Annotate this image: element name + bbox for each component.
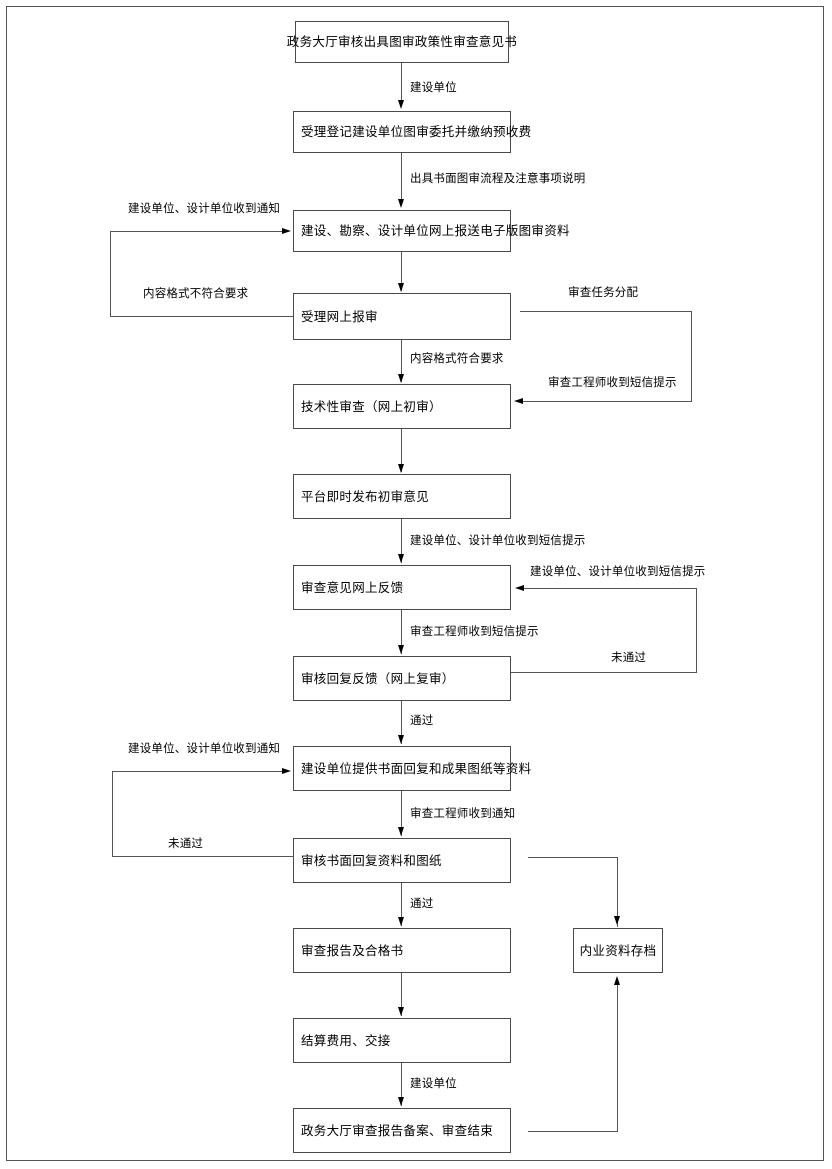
loop4-left-line	[112, 771, 113, 857]
edge-label-format-compliant: 内容格式符合要求	[410, 351, 504, 365]
node-accept-online-review-application[interactable]: 受理网上报审	[293, 293, 511, 340]
archive-up-arrow-icon	[614, 976, 620, 985]
loop1-arrow-icon	[282, 228, 291, 234]
edge-n8-n9-arrow-icon	[398, 735, 404, 744]
edge-n6-n7-line	[401, 519, 402, 563]
edge-n10-n11-arrow-icon	[398, 917, 404, 926]
loop2-bottom-line	[523, 401, 692, 402]
edge-label-review-task-assignment: 审查任务分配	[568, 285, 639, 299]
edge-n7-n8-arrow-icon	[398, 645, 404, 654]
edge-label-written-process-note: 出具书面图审流程及注意事项说明	[410, 171, 586, 185]
node-review-report-and-certificate[interactable]: 审查报告及合格书	[293, 928, 511, 973]
node-online-submission-electronic-materials[interactable]: 建设、勘察、设计单位网上报送电子版图审资料	[293, 210, 570, 252]
edge-n12-n13-arrow-icon	[398, 1097, 404, 1106]
archive-in-v-line	[617, 857, 618, 927]
node-technical-review-online-preliminary[interactable]: 技术性审查（网上初审）	[293, 384, 511, 429]
loop4-arrow-icon	[282, 768, 291, 774]
node-government-hall-policy-review-opinion[interactable]: 政务大厅审核出具图审政策性审查意见书	[287, 21, 517, 63]
edge-n6-n7-arrow-icon	[398, 554, 404, 563]
edge-label-format-noncompliant: 内容格式不符合要求	[143, 286, 249, 300]
edge-label-units-receive-sms-1: 建设单位、设计单位收到短信提示	[410, 533, 586, 547]
loop2-top-line	[520, 311, 692, 312]
edge-n11-n12-arrow-icon	[398, 1007, 404, 1016]
node-accept-registration-and-prepayment[interactable]: 受理登记建设单位图审委托并缴纳预收费	[293, 111, 531, 153]
loop3-top-line	[524, 588, 697, 589]
edge-n4-n5-line	[401, 340, 402, 382]
edge-n4-n5-arrow-icon	[398, 374, 404, 383]
edge-label-units-receive-sms-2: 建设单位、设计单位收到短信提示	[530, 564, 706, 578]
archive-up-v-line	[617, 982, 618, 1132]
edge-label-engineer-receives-sms-2: 审查工程师收到短信提示	[410, 624, 539, 638]
edge-label-passed-1: 通过	[410, 713, 434, 727]
node-platform-publish-preliminary-opinion[interactable]: 平台即时发布初审意见	[293, 474, 511, 519]
loop4-bottom-line	[112, 856, 294, 857]
edge-n9-n10-line	[401, 791, 402, 836]
edge-n2-n3-line	[401, 153, 402, 201]
node-settle-fees-and-handover[interactable]: 结算费用、交接	[293, 1018, 511, 1063]
node-internal-archive[interactable]: 内业资料存档	[573, 928, 663, 973]
edge-label-not-passed-1: 未通过	[611, 650, 647, 664]
node-review-reply-feedback-online-recheck[interactable]: 审核回复反馈（网上复审）	[293, 656, 511, 701]
node-government-hall-report-filing-end[interactable]: 政务大厅审查报告备案、审查结束	[293, 1108, 511, 1153]
edge-n5-n6-line	[401, 429, 402, 472]
edge-label-not-passed-2: 未通过	[168, 836, 204, 850]
node-review-written-reply-and-drawings[interactable]: 审核书面回复资料和图纸	[293, 838, 511, 883]
edge-label-engineer-receives-notice: 审查工程师收到通知	[410, 806, 516, 820]
page-border	[6, 6, 824, 1161]
loop3-arrow-icon	[515, 585, 524, 591]
edge-n12-n13-line	[401, 1063, 402, 1106]
node-construction-unit-provides-written-reply[interactable]: 建设单位提供书面回复和成果图纸等资料	[293, 746, 531, 791]
edge-n8-n9-line	[401, 701, 402, 744]
loop1-top-line	[110, 231, 285, 232]
node-review-opinion-online-feedback[interactable]: 审查意见网上反馈	[293, 565, 511, 610]
archive-up-h-line	[528, 1131, 618, 1132]
loop2-right-line	[691, 311, 692, 401]
edge-n3-n4-arrow-icon	[398, 283, 404, 292]
edge-n5-n6-arrow-icon	[398, 464, 404, 473]
edge-n7-n8-line	[401, 610, 402, 654]
edge-n3-n4-line	[401, 252, 402, 291]
edge-n9-n10-arrow-icon	[398, 827, 404, 836]
edge-label-engineer-receives-sms-1: 审查工程师收到短信提示	[548, 375, 677, 389]
loop4-top-line	[112, 771, 285, 772]
edge-n1-n2-line	[401, 63, 402, 102]
archive-in-arrow-icon	[614, 916, 620, 925]
edge-n11-n12-line	[401, 973, 402, 1016]
edge-label-construction-unit-1: 建设单位	[410, 80, 457, 94]
edge-n1-n2-arrow-icon	[398, 100, 404, 109]
edge-n2-n3-arrow-icon	[398, 199, 404, 208]
loop3-right-line	[696, 588, 697, 673]
loop3-bottom-line	[511, 672, 697, 673]
loop1-bottom-line	[110, 316, 294, 317]
edge-n10-n11-line	[401, 883, 402, 926]
loop2-arrow-icon	[514, 398, 523, 404]
edge-label-units-receive-notice-1: 建设单位、设计单位收到通知	[128, 201, 281, 215]
edge-label-construction-unit-2: 建设单位	[410, 1076, 457, 1090]
edge-label-units-receive-notice-2: 建设单位、设计单位收到通知	[128, 741, 281, 755]
loop1-left-line	[110, 231, 111, 317]
edge-label-passed-2: 通过	[410, 896, 434, 910]
archive-in-h-line	[528, 857, 618, 858]
